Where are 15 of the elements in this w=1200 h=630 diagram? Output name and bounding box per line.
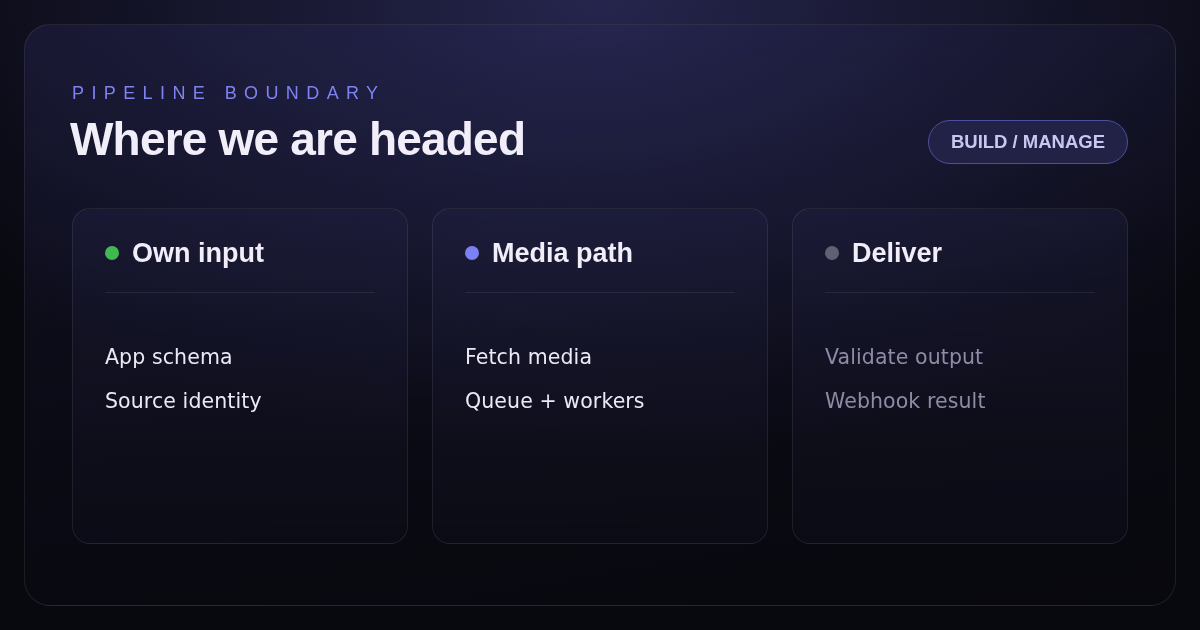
card-heading: Deliver bbox=[852, 238, 943, 268]
page-title: Where we are headed bbox=[70, 112, 526, 166]
step-text: Fetch media bbox=[465, 344, 593, 371]
step-text: Validate output bbox=[825, 344, 984, 371]
step-text: Queue + workers bbox=[465, 388, 645, 415]
stage-card bbox=[432, 208, 768, 544]
eyebrow-label: PIPELINE BOUNDARY bbox=[72, 82, 386, 104]
stage-card bbox=[792, 208, 1128, 544]
step-text: Webhook result bbox=[825, 388, 986, 415]
stage-card bbox=[72, 208, 408, 544]
card-heading: Media path bbox=[492, 238, 633, 268]
card-heading: Own input bbox=[132, 238, 264, 268]
step-text: App schema bbox=[105, 344, 233, 371]
mode-badge: BUILD / MANAGE bbox=[928, 120, 1128, 164]
step-text: Source identity bbox=[105, 388, 262, 415]
